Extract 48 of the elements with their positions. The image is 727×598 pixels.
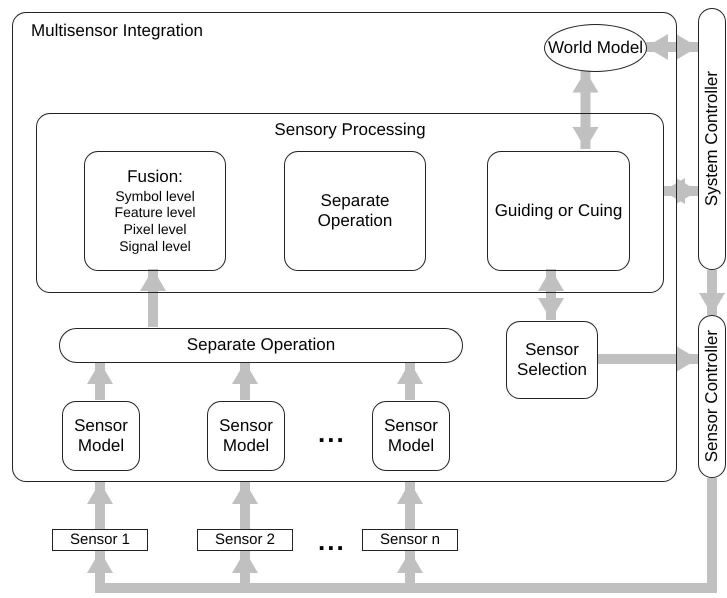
node-body-text: Symbol level Feature level Pixel level Signal level: [114, 188, 196, 255]
node-label: Sensor n: [380, 531, 440, 549]
group-title: Sensory Processing: [274, 120, 426, 140]
node-label: Fusion:: [127, 167, 183, 188]
node-label: Sensor Controller: [702, 330, 722, 463]
arrow: [232, 482, 258, 529]
node-label: Sensor Selection: [516, 340, 588, 380]
group-frame: [12, 12, 677, 482]
arrow: [397, 482, 423, 529]
ellipsis-label: ...: [318, 528, 346, 554]
node-label: Sensor Model: [73, 416, 129, 456]
arrow: [232, 362, 258, 400]
node-label: Sensor Model: [383, 416, 439, 456]
node-label: Separate Operation: [316, 190, 394, 232]
process-box: [506, 321, 598, 399]
controller-box: [698, 8, 726, 270]
node-label: Sensor Model: [218, 416, 274, 456]
sensor-box: [197, 529, 293, 551]
process-bar: [59, 328, 463, 363]
arrow: [87, 482, 113, 529]
process-box: [487, 151, 630, 271]
node-label: Guiding or Cuing: [494, 200, 622, 222]
process-box: [207, 401, 285, 471]
arrow: [140, 269, 166, 327]
arrow: [397, 362, 423, 400]
process-box: [372, 401, 450, 471]
node-label: Sensor 1: [70, 531, 130, 549]
arrow: [597, 346, 698, 372]
node-label: System Controller: [702, 71, 722, 207]
process-box: [84, 151, 226, 271]
process-box: [284, 151, 426, 271]
arrow: [699, 270, 725, 315]
group-title: Multisensor Integration: [31, 21, 203, 42]
process-box: [62, 401, 140, 471]
ellipse-node: [544, 24, 647, 72]
double-arrow: [572, 70, 598, 149]
sensor-box: [52, 529, 148, 551]
node-label: Sensor 2: [214, 531, 276, 549]
arrow: [87, 362, 113, 400]
controller-box: [698, 315, 726, 478]
double-arrow: [538, 269, 564, 320]
double-arrow: [646, 34, 698, 60]
double-arrow: [663, 178, 698, 204]
ellipsis-label: ...: [318, 420, 346, 446]
node-label: World Model: [548, 38, 644, 58]
sensor-box: [362, 529, 458, 551]
node-label: Separate Operation: [186, 335, 336, 356]
group-frame: [36, 113, 664, 293]
